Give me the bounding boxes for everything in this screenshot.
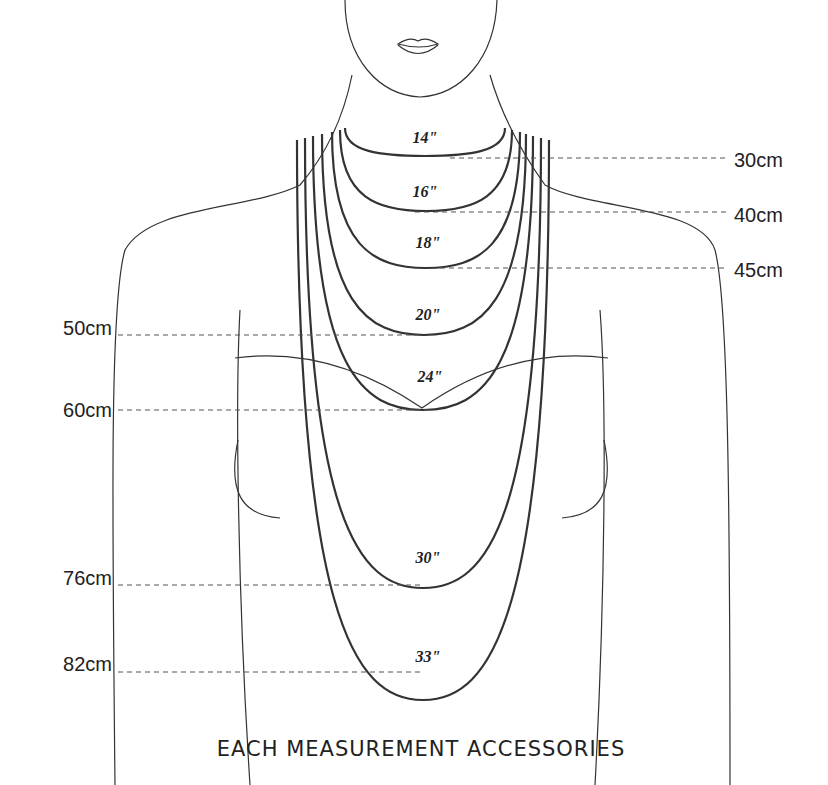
necklace-group	[297, 128, 549, 700]
right-arm-line	[595, 310, 604, 785]
length-cm-label: 82cm	[63, 653, 112, 675]
necklace-chain	[340, 130, 512, 211]
left-arm-line	[238, 310, 250, 785]
right-shoulder	[490, 75, 730, 785]
length-inch-label: 24"	[416, 368, 445, 386]
length-cm-label: 60cm	[63, 399, 112, 421]
length-cm-label: 30cm	[734, 149, 783, 171]
face-outline	[345, 0, 497, 97]
length-cm-label: 50cm	[63, 317, 112, 339]
length-inch-label: 16"	[411, 183, 440, 201]
left-shoulder	[113, 75, 352, 785]
leader-line	[450, 158, 726, 159]
right-breast	[562, 440, 607, 518]
length-cm-label: 45cm	[734, 259, 783, 281]
necklace-chain	[305, 138, 541, 588]
length-inch-label: 20"	[414, 306, 443, 324]
upper-lip	[398, 39, 438, 47]
leader-line	[118, 672, 420, 673]
leader-line	[415, 212, 726, 213]
lower-lip	[398, 45, 438, 54]
length-inch-label: 33"	[414, 648, 443, 666]
necklace-chain	[345, 128, 505, 156]
length-inch-label: 18"	[414, 234, 443, 252]
length-cm-label: 76cm	[63, 567, 112, 589]
leader-line	[118, 410, 430, 411]
necklace-chain	[322, 134, 526, 335]
chart-caption: EACH MEASUREMENT ACCESSORIES	[217, 738, 625, 761]
leader-line	[118, 585, 420, 586]
leader-line	[118, 335, 420, 336]
necklace-chain	[313, 136, 533, 410]
leader-lines	[118, 158, 726, 672]
left-breast	[235, 440, 280, 518]
bust-line	[235, 356, 608, 408]
leader-line	[440, 268, 726, 269]
length-cm-label: 40cm	[734, 204, 783, 226]
length-inch-label: 14"	[411, 129, 440, 147]
necklace-chain	[297, 140, 549, 700]
length-inch-label: 30"	[414, 549, 443, 567]
necklace-chain	[332, 132, 520, 268]
